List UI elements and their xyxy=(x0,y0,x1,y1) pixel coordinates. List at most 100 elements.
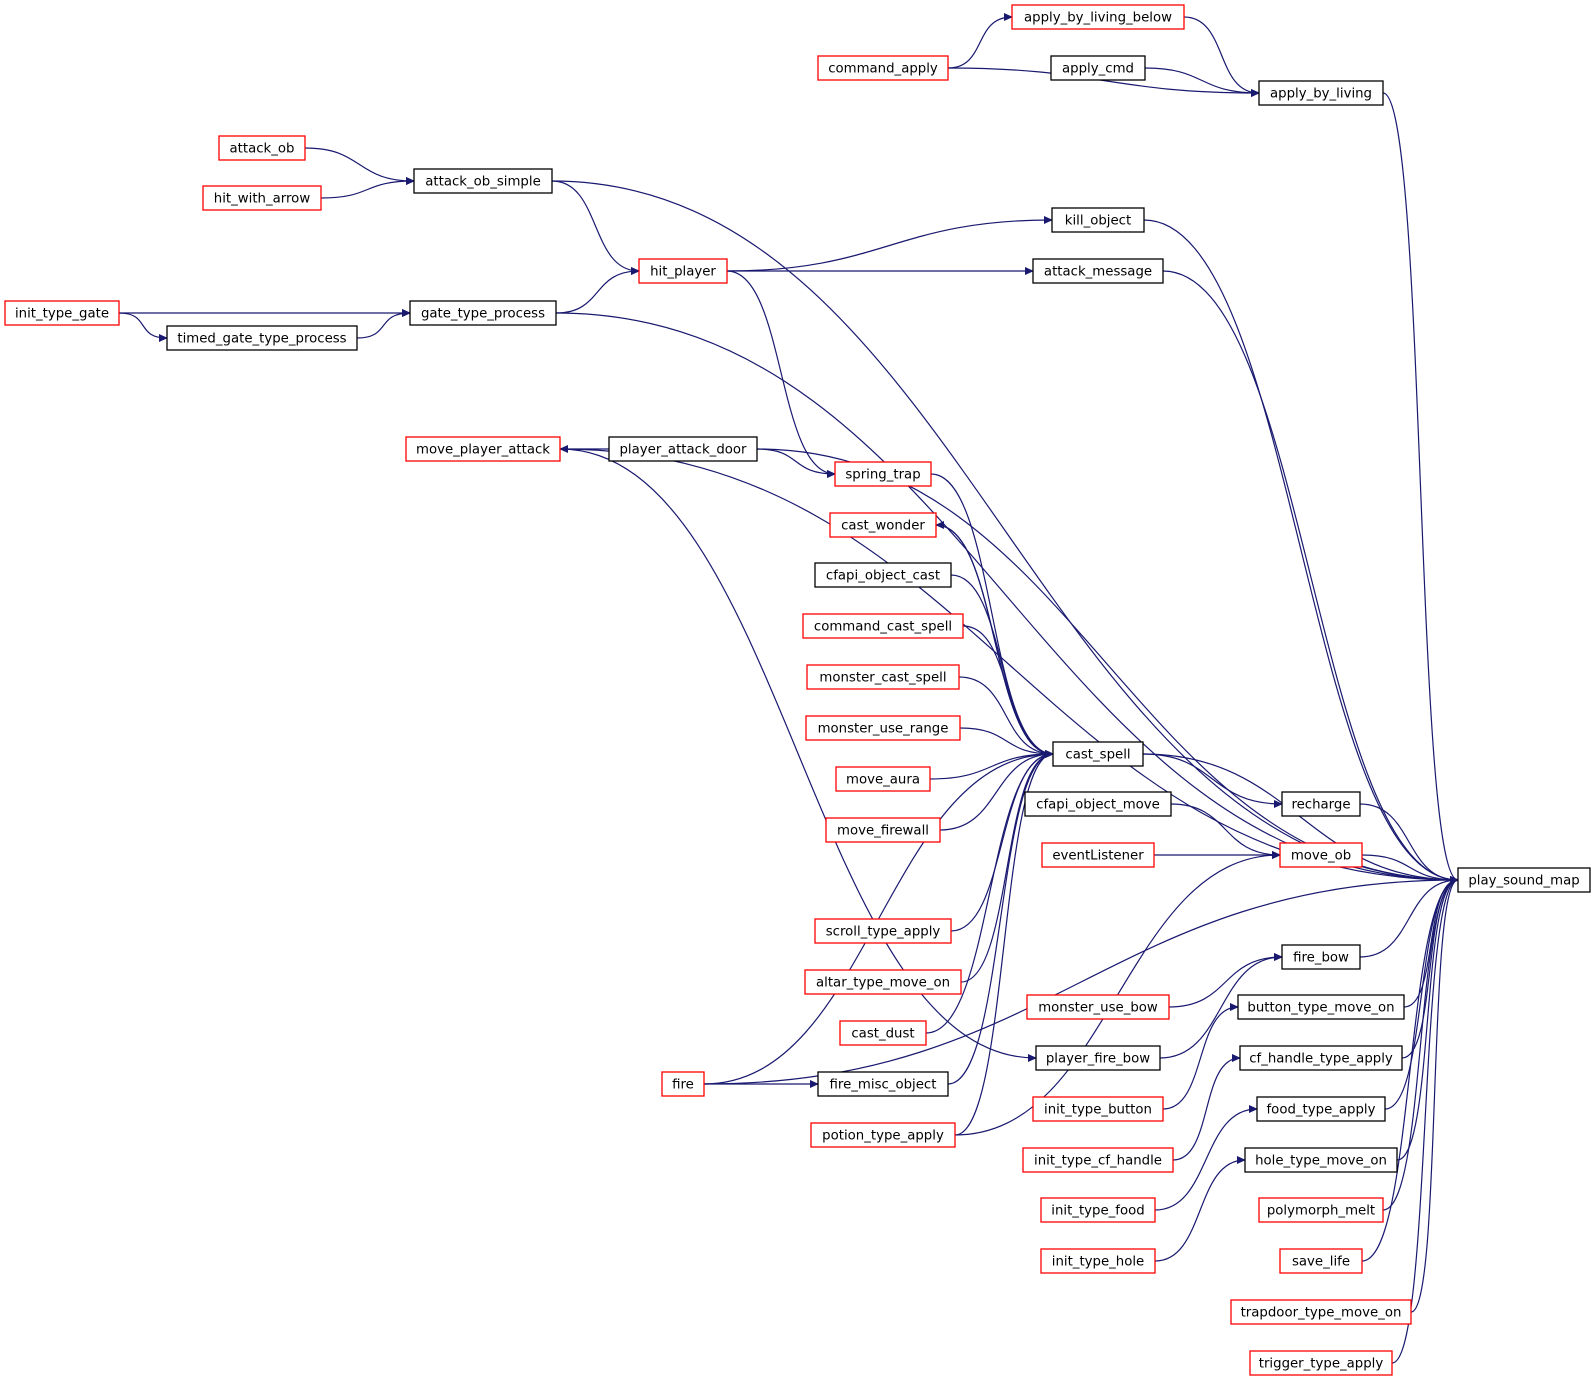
node-command-cast-spell[interactable]: command_cast_spell xyxy=(802,613,964,639)
node-box xyxy=(810,1122,956,1148)
node-box xyxy=(834,461,932,487)
node-cast-wonder[interactable]: cast_wonder xyxy=(829,512,937,538)
edge-cast_dust-to-cast_spell xyxy=(925,749,1054,1034)
edge-move_aura-to-cast_spell xyxy=(929,749,1054,780)
node-box xyxy=(825,817,941,843)
node-recharge[interactable]: recharge xyxy=(1281,791,1361,817)
node-label: altar_type_move_on xyxy=(816,976,950,991)
node-box xyxy=(1040,1248,1156,1274)
node-box xyxy=(1457,867,1591,893)
node-polymorph-melt[interactable]: polymorph_melt xyxy=(1258,1197,1384,1223)
edge-trapdoor_type_move_on-to-play_sound_map xyxy=(1410,876,1459,1313)
node-label: fire_misc_object xyxy=(830,1078,937,1093)
edge-init_type_gate-to-timed_gate_type_process xyxy=(118,312,168,343)
node-cast-spell[interactable]: cast_spell xyxy=(1052,741,1144,767)
node-init-type-food[interactable]: init_type_food xyxy=(1040,1197,1156,1223)
node-move-firewall[interactable]: move_firewall xyxy=(825,817,941,843)
edge-monster_use_bow-to-fire_bow xyxy=(1168,952,1283,1008)
node-box xyxy=(413,168,553,194)
node-box xyxy=(802,613,964,639)
node-label: hit_player xyxy=(650,265,716,280)
node-box xyxy=(166,325,358,351)
edge-cast_spell-to-recharge xyxy=(1142,753,1283,809)
edge-scroll_type_apply-to-cast_spell xyxy=(950,749,1054,932)
node-timed-gate-type-process[interactable]: timed_gate_type_process xyxy=(166,325,358,351)
node-play-sound-map[interactable]: play_sound_map xyxy=(1457,867,1591,893)
edge-potion_type_apply-to-cast_spell xyxy=(954,750,1054,1136)
node-potion-type-apply[interactable]: potion_type_apply xyxy=(810,1122,956,1148)
node-box xyxy=(829,512,937,538)
node-label: cfapi_object_move xyxy=(1036,798,1160,813)
node-apply-by-living-below[interactable]: apply_by_living_below xyxy=(1011,4,1185,30)
node-box xyxy=(1258,1197,1384,1223)
node-cast-dust[interactable]: cast_dust xyxy=(839,1020,927,1046)
node-scroll-type-apply[interactable]: scroll_type_apply xyxy=(814,918,952,944)
node-init-type-button[interactable]: init_type_button xyxy=(1032,1096,1164,1122)
node-fire-bow[interactable]: fire_bow xyxy=(1281,944,1361,970)
node-init-type-hole[interactable]: init_type_hole xyxy=(1040,1248,1156,1274)
node-box xyxy=(638,258,728,284)
node-box xyxy=(1230,1299,1412,1325)
node-box xyxy=(806,664,960,690)
node-label: init_type_button xyxy=(1044,1103,1152,1118)
node-box xyxy=(817,1071,949,1097)
node-command-apply[interactable]: command_apply xyxy=(817,55,949,81)
edge-hit_player-to-spring_trap xyxy=(726,270,836,479)
node-attack-message[interactable]: attack_message xyxy=(1032,258,1164,284)
node-trigger-type-apply[interactable]: trigger_type_apply xyxy=(1249,1350,1393,1376)
node-box xyxy=(1051,207,1145,233)
node-hole-type-move-on[interactable]: hole_type_move_on xyxy=(1244,1147,1398,1173)
node-attack-ob-simple[interactable]: attack_ob_simple xyxy=(413,168,553,194)
node-init-type-gate[interactable]: init_type_gate xyxy=(4,300,120,326)
node-box xyxy=(814,918,952,944)
node-label: move_player_attack xyxy=(416,443,550,458)
node-apply-by-living[interactable]: apply_by_living xyxy=(1258,80,1384,106)
edge-apply_by_living_below-to-apply_by_living xyxy=(1183,16,1260,98)
node-monster-use-range[interactable]: monster_use_range xyxy=(805,715,961,741)
node-hit-with-arrow[interactable]: hit_with_arrow xyxy=(202,185,322,211)
node-label: play_sound_map xyxy=(1468,874,1579,889)
node-player-attack-door[interactable]: player_attack_door xyxy=(608,436,758,462)
node-attack-ob[interactable]: attack_ob xyxy=(218,135,306,161)
node-hit-player[interactable]: hit_player xyxy=(638,258,728,284)
edge-gate_type_process-to-hit_player xyxy=(555,266,640,314)
node-box xyxy=(1035,1045,1161,1071)
node-init-type-cf-handle[interactable]: init_type_cf_handle xyxy=(1022,1147,1174,1173)
node-gate-type-process[interactable]: gate_type_process xyxy=(409,300,557,326)
edge-move_ob-to-play_sound_map xyxy=(1361,854,1459,885)
node-button-type-move-on[interactable]: button_type_move_on xyxy=(1237,994,1405,1020)
node-move-ob[interactable]: move_ob xyxy=(1279,842,1363,868)
node-move-player-attack[interactable]: move_player_attack xyxy=(405,436,561,462)
node-kill-object[interactable]: kill_object xyxy=(1051,207,1145,233)
node-monster-cast-spell[interactable]: monster_cast_spell xyxy=(806,664,960,690)
edge-init_type_hole-to-hole_type_move_on xyxy=(1154,1155,1246,1262)
node-box xyxy=(1032,1096,1164,1122)
node-label: scroll_type_apply xyxy=(826,925,941,940)
node-label: move_firewall xyxy=(837,824,929,839)
node-trapdoor-type-move-on[interactable]: trapdoor_type_move_on xyxy=(1230,1299,1412,1325)
edge-attack_message-to-play_sound_map xyxy=(1162,270,1459,885)
edge-attack_ob_simple-to-play_sound_map xyxy=(551,180,1459,885)
node-cfapi-object-move[interactable]: cfapi_object_move xyxy=(1024,791,1172,817)
node-box xyxy=(1024,791,1172,817)
node-label: cast_dust xyxy=(851,1027,914,1042)
edge-apply_cmd-to-apply_by_living xyxy=(1144,67,1260,98)
node-eventListener[interactable]: eventListener xyxy=(1041,842,1155,868)
edge-polymorph_melt-to-play_sound_map xyxy=(1382,876,1459,1211)
node-box xyxy=(1258,80,1384,106)
edge-save_life-to-play_sound_map xyxy=(1361,876,1459,1262)
node-cf-handle-type-apply[interactable]: cf_handle_type_apply xyxy=(1239,1045,1403,1071)
node-player-fire-bow[interactable]: player_fire_bow xyxy=(1035,1045,1161,1071)
node-cfapi-object-cast[interactable]: cfapi_object_cast xyxy=(814,562,952,588)
node-move-aura[interactable]: move_aura xyxy=(835,766,931,792)
node-spring-trap[interactable]: spring_trap xyxy=(834,461,932,487)
node-fire[interactable]: fire xyxy=(661,1071,705,1097)
node-apply-cmd[interactable]: apply_cmd xyxy=(1050,55,1146,81)
node-food-type-apply[interactable]: food_type_apply xyxy=(1256,1096,1386,1122)
edge-altar_type_move_on-to-cast_spell xyxy=(960,749,1054,983)
node-fire-misc-object[interactable]: fire_misc_object xyxy=(817,1071,949,1097)
node-altar-type-move-on[interactable]: altar_type_move_on xyxy=(804,969,962,995)
node-save-life[interactable]: save_life xyxy=(1279,1248,1363,1274)
node-monster-use-bow[interactable]: monster_use_bow xyxy=(1026,994,1170,1020)
edge-attack_ob-to-attack_ob_simple xyxy=(304,147,415,186)
